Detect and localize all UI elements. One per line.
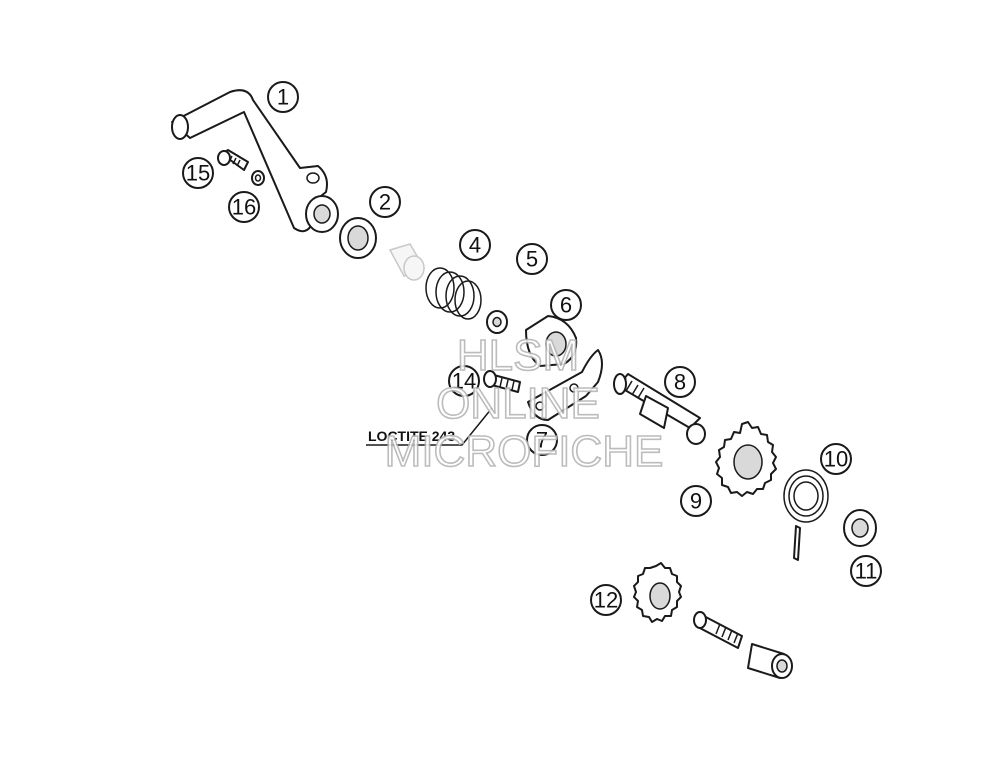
callout-11[interactable]: 11 (850, 555, 882, 587)
callout-7[interactable]: 7 (526, 424, 558, 456)
thrust-washer-part (486, 310, 508, 334)
kick-lever-part (171, 89, 339, 233)
watermark: HLSM ONLINE MICROFICHE (384, 330, 664, 477)
callout-6[interactable]: 6 (550, 289, 582, 321)
kick-gear-part (715, 421, 777, 497)
loctite-annotation: LOCTITE 243 (368, 428, 455, 444)
seal-ring-part (339, 217, 377, 259)
return-spring-part (783, 469, 829, 561)
callout-5[interactable]: 5 (516, 243, 548, 275)
screw-part (217, 149, 249, 171)
svg-text:6: 6 (560, 293, 572, 318)
callout-12[interactable]: 12 (590, 584, 622, 616)
watermark-line-1: HLSM (457, 331, 579, 380)
gear-bush-part (747, 643, 793, 679)
svg-text:9: 9 (690, 489, 702, 514)
svg-text:2: 2 (379, 190, 391, 215)
bushing-ghost-part (388, 243, 426, 281)
loctite-leader-line (366, 407, 493, 446)
svg-text:15: 15 (186, 161, 210, 186)
callout-10[interactable]: 10 (820, 443, 852, 475)
guide-plate-part (527, 349, 603, 421)
callout-8[interactable]: 8 (664, 366, 696, 398)
svg-text:10: 10 (824, 447, 848, 472)
svg-text:12: 12 (594, 588, 618, 613)
ratchet-part (525, 315, 578, 367)
svg-text:5: 5 (526, 247, 538, 272)
lock-washer-part (251, 170, 265, 186)
svg-text:1: 1 (277, 85, 289, 110)
callout-14[interactable]: 14 (448, 365, 480, 397)
svg-text:16: 16 (232, 195, 256, 220)
spring-part (425, 267, 482, 320)
spacer-washer-part (843, 509, 877, 547)
bolt-part (483, 370, 521, 393)
kick-shaft-part (613, 373, 706, 445)
gear-pin-part (693, 611, 743, 649)
callout-15[interactable]: 15 (182, 157, 214, 189)
svg-text:8: 8 (674, 370, 686, 395)
svg-text:14: 14 (452, 369, 476, 394)
callout-9[interactable]: 9 (680, 485, 712, 517)
watermark-line-2: ONLINE (436, 379, 600, 428)
svg-text:4: 4 (469, 233, 481, 258)
callout-4[interactable]: 4 (459, 229, 491, 261)
callout-16[interactable]: 16 (228, 191, 260, 223)
watermark-line-3: MICROFICHE (385, 427, 664, 476)
svg-text:11: 11 (855, 559, 878, 584)
callout-1[interactable]: 1 (267, 81, 299, 113)
callout-2[interactable]: 2 (369, 186, 401, 218)
intermediate-gear-part (633, 562, 682, 623)
svg-text:7: 7 (536, 428, 548, 453)
